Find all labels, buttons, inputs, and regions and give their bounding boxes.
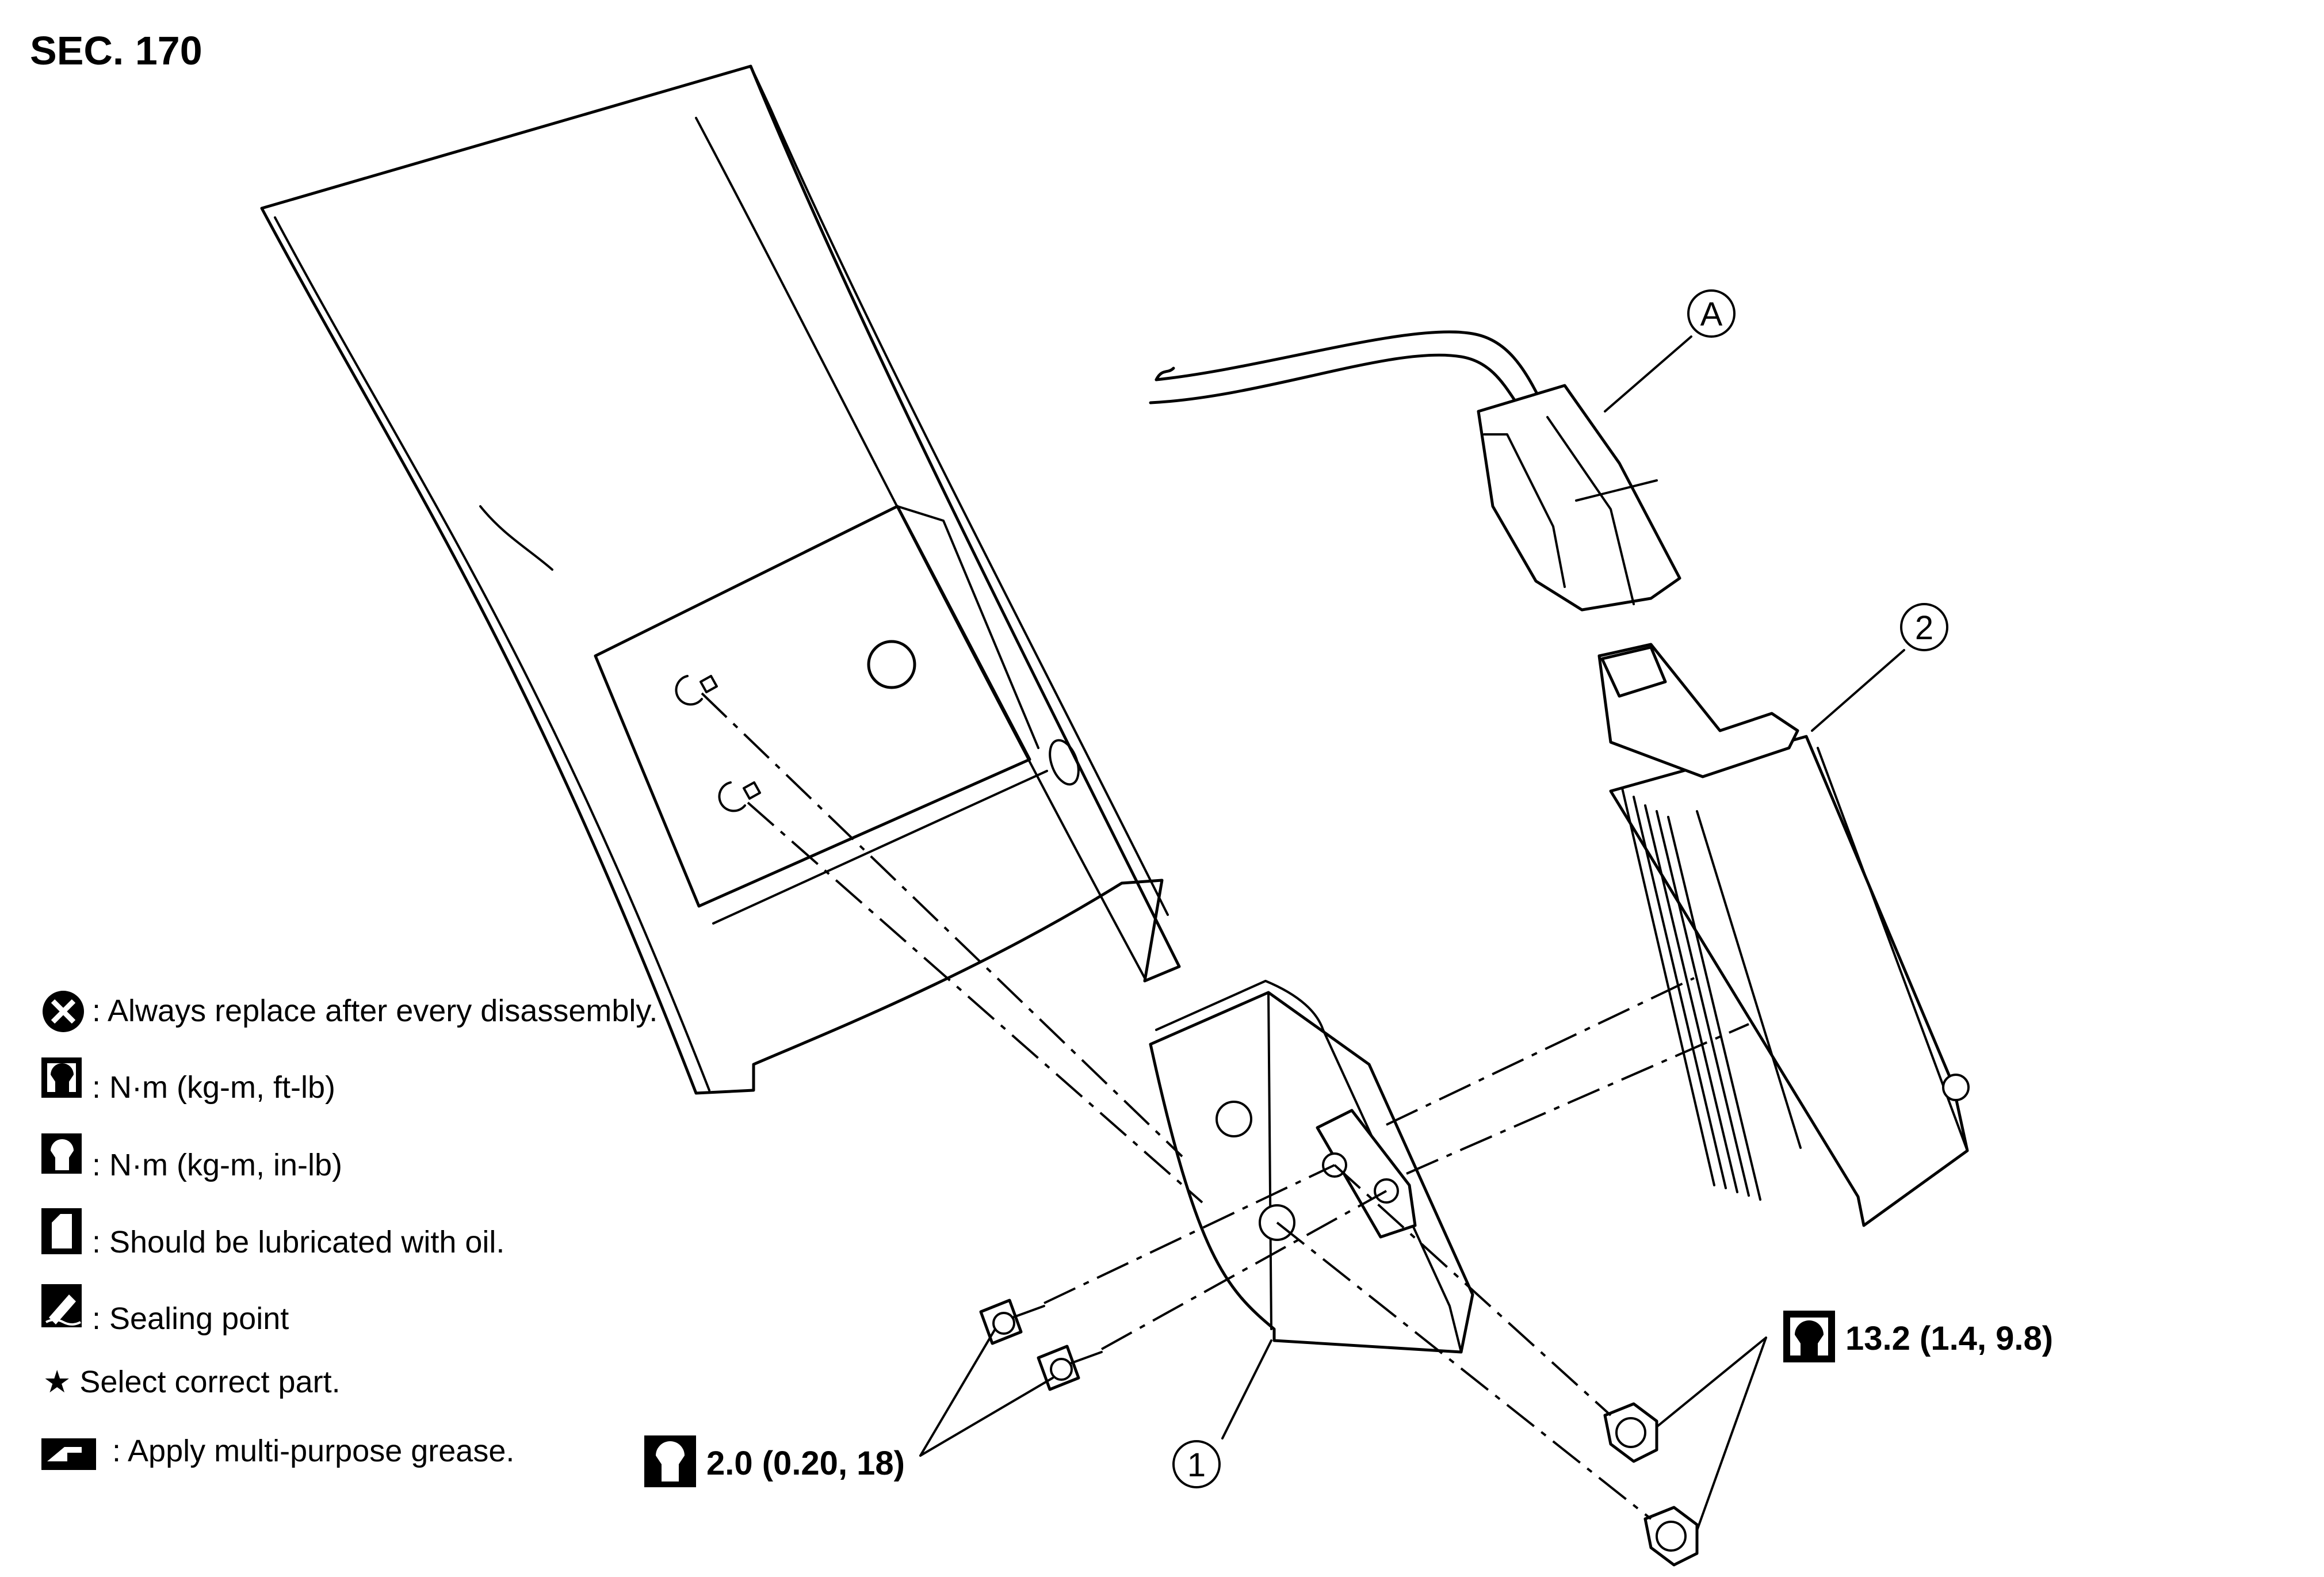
assembly-lines [701,692,1749,1520]
legend-item-grease: : Apply multi-purpose grease. [41,1434,514,1470]
legend-item-torque-ft-lb: : N·m (kg-m, ft-lb) [41,1057,335,1105]
legend-text-grease: : Apply multi-purpose grease. [112,1434,514,1468]
legend-text-torque-ft-lb: : N·m (kg-m, ft-lb) [92,1070,335,1105]
torque-spec-screws: 2.0 (0.20, 18) [644,1435,905,1487]
legend-text-sealing: : Sealing point [92,1301,289,1336]
screw-1 [979,1299,1045,1345]
body-pillar-panel [260,64,1181,1095]
torque-screws-text: 2.0 (0.20, 18) [706,1445,905,1482]
legend-item-sealing: : Sealing point [41,1284,289,1336]
nut-1 [1603,1402,1658,1463]
legend-text-replace: : Always replace after every disassembly… [92,994,658,1028]
legend-item-replace: : Always replace after every disassembly… [43,991,658,1032]
leader-lines [919,335,1905,1532]
grease-icon [41,1438,96,1470]
callout-2-label: 2 [1915,609,1933,647]
legend-text-oil: : Should be lubricated with oil. [92,1225,504,1259]
legend-item-torque-in-lb: : N·m (kg-m, in-lb) [41,1133,342,1182]
callout-1: 1 [1172,1440,1221,1488]
callout-2: 2 [1900,603,1948,651]
legend-item-select-part: ★ Select correct part. [43,1365,341,1399]
legend-text-torque-in-lb: : N·m (kg-m, in-lb) [92,1148,342,1182]
bracket-part-1 [1149,980,1474,1354]
legend-item-oil: : Should be lubricated with oil. [41,1208,504,1259]
legend-text-select-part: ★ Select correct part. [43,1365,341,1399]
torque-nuts-text: 13.2 (1.4, 9.8) [1845,1320,2053,1357]
callout-a-label: A [1700,296,1723,333]
sensor-module-part-2 [1597,643,1970,1227]
legend: : Always replace after every disassembly… [41,991,658,1470]
harness-connector-a [1149,330,1681,612]
torque-spec-nuts: 13.2 (1.4, 9.8) [1783,1311,2053,1362]
section-label: SEC. 170 [30,28,202,73]
nut-2 [1643,1506,1699,1567]
screw-2 [1037,1345,1103,1391]
callout-1-label: 1 [1187,1446,1206,1484]
callout-a: A [1687,289,1736,338]
